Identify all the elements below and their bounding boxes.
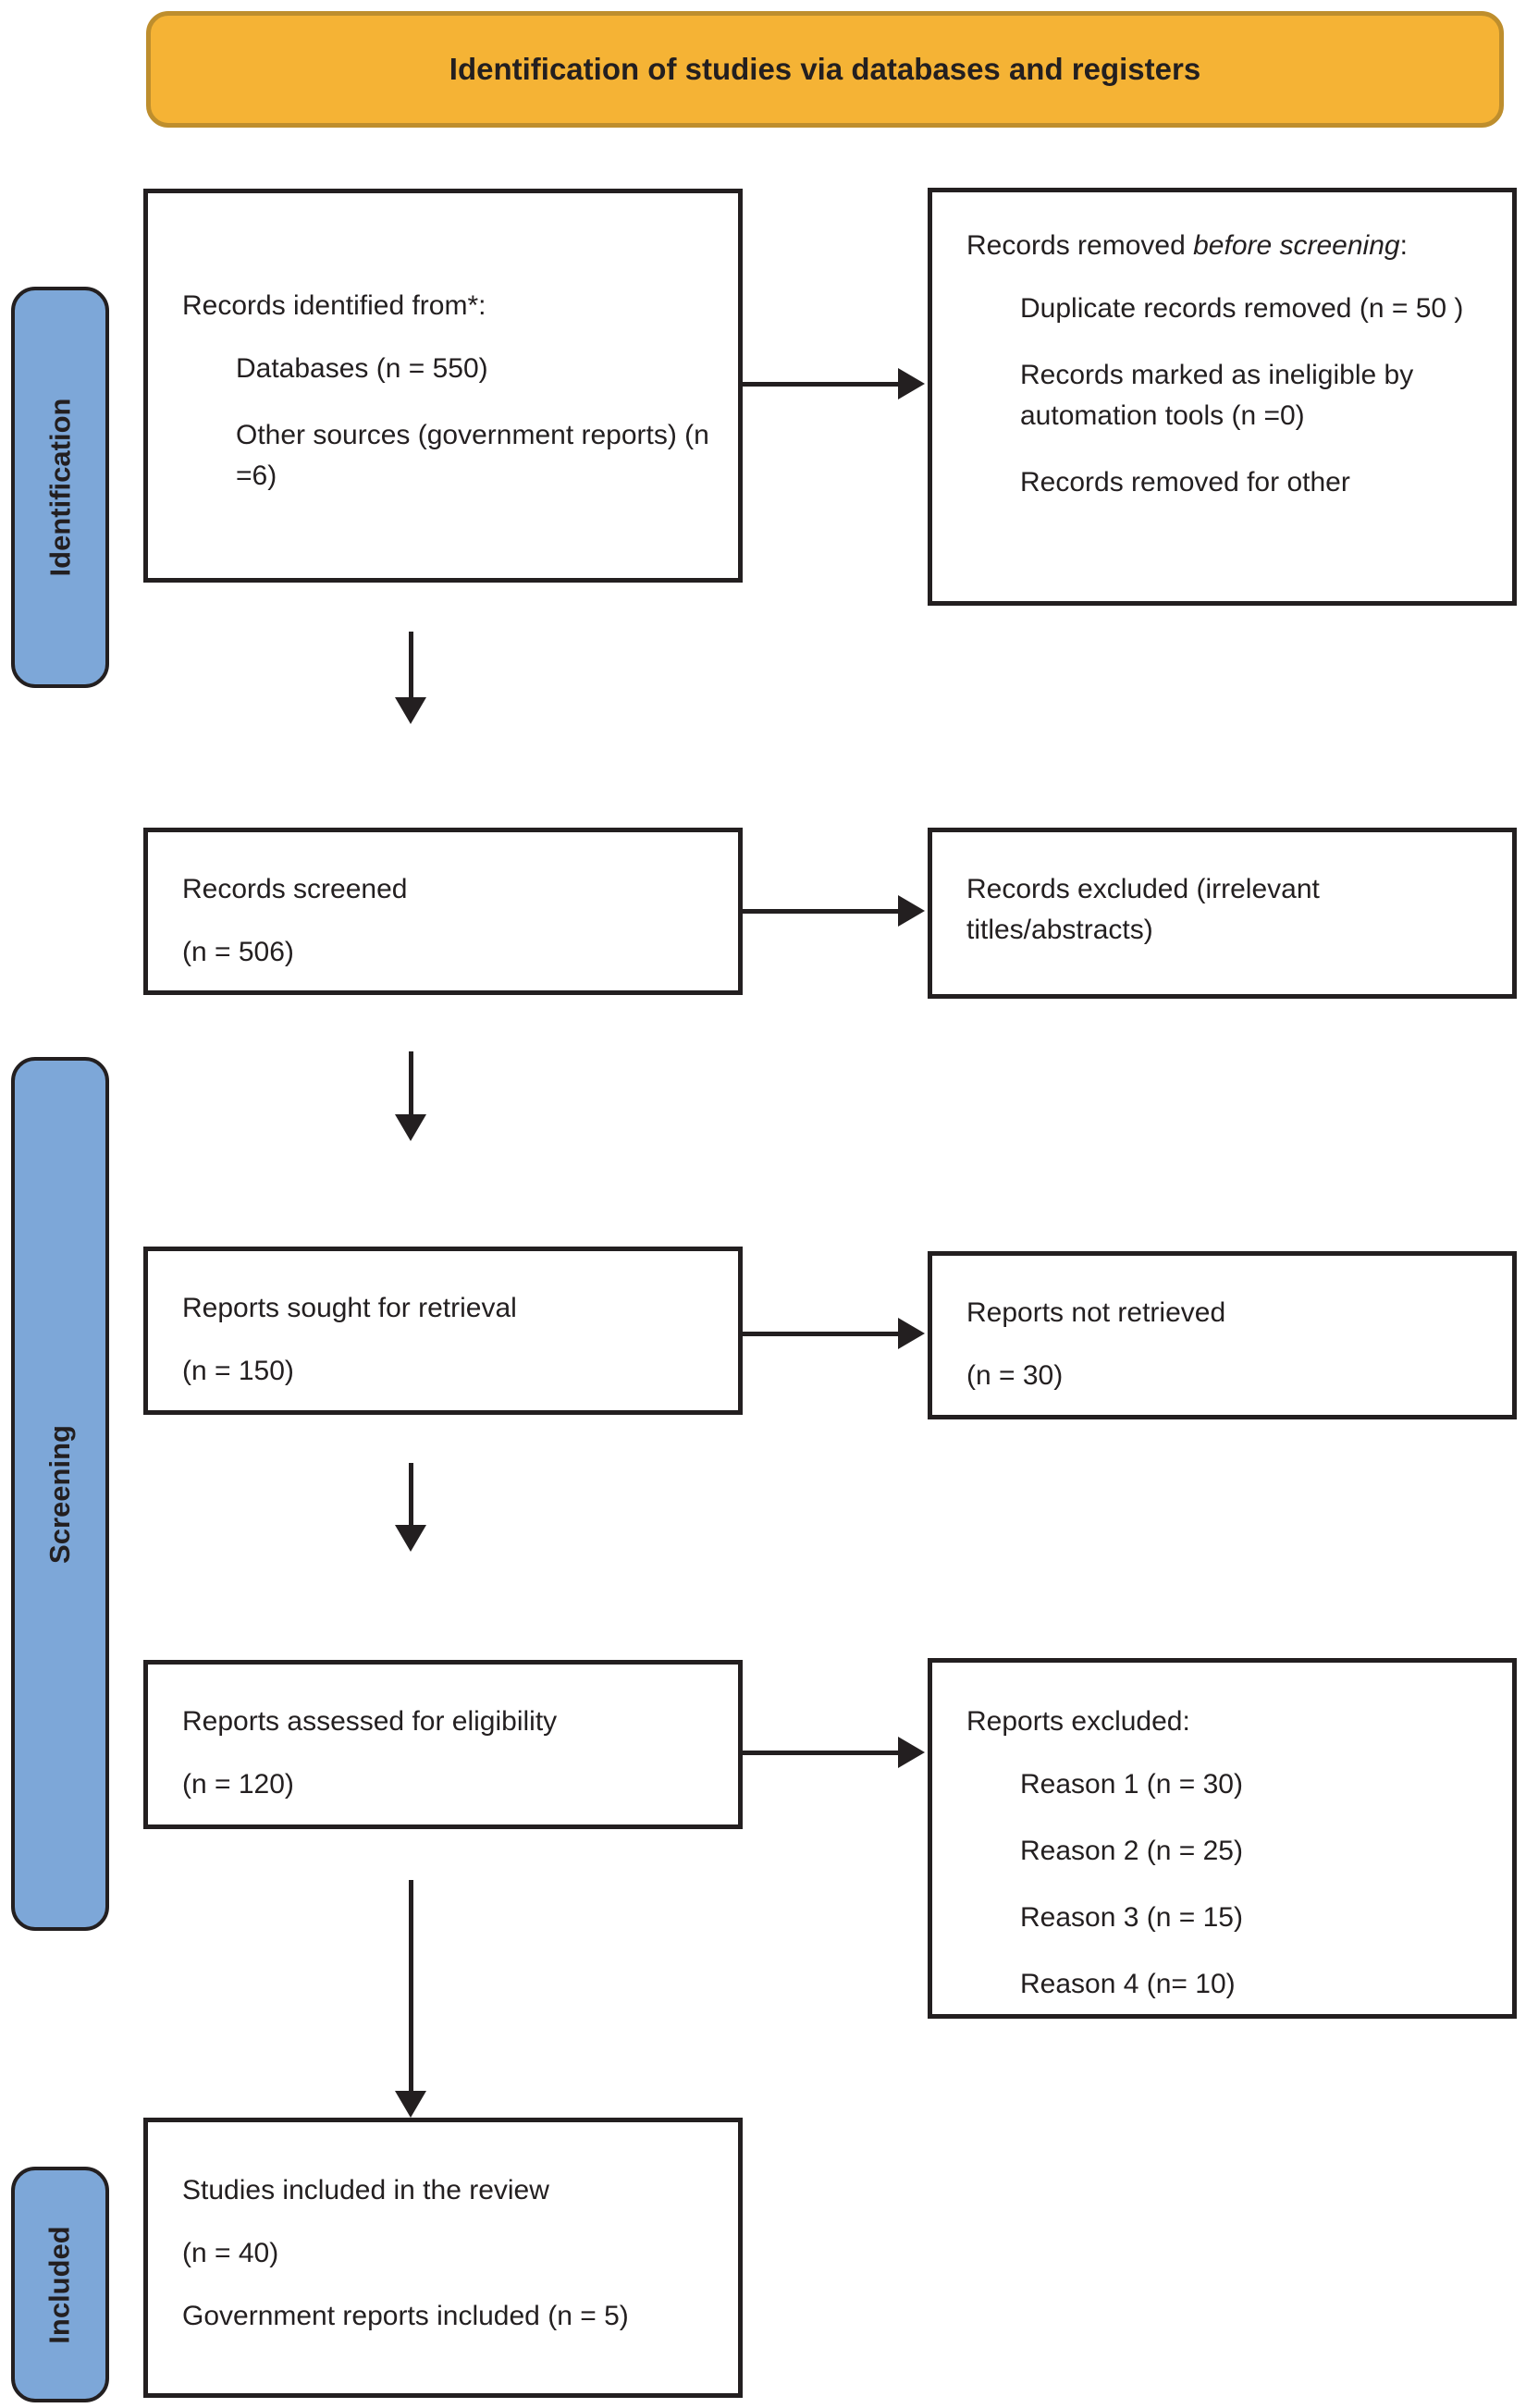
box-reports-assessed-line: (n = 120) bbox=[182, 1769, 294, 1800]
box-records-excluded: Records excluded (irrelevant titles/abst… bbox=[928, 828, 1517, 999]
box-reports-excluded-item: Reason 2 (n = 25) bbox=[1020, 1836, 1243, 1866]
arrow-stem bbox=[741, 908, 898, 914]
arrow-down-icon bbox=[394, 1880, 427, 2118]
box-reports-excluded-item: Reason 4 (n= 10) bbox=[1020, 1969, 1236, 1999]
box-records-removed-item: Duplicate records removed (n = 50 ) bbox=[1020, 293, 1464, 324]
arrow-head bbox=[395, 2091, 426, 2118]
arrow-right-icon bbox=[741, 1317, 925, 1350]
arrow-down-icon bbox=[394, 1051, 427, 1141]
arrow-right-icon bbox=[741, 367, 925, 400]
banner: Identification of studies via databases … bbox=[146, 11, 1504, 128]
arrow-head bbox=[898, 1318, 925, 1349]
box-records-identified-item: Databases (n = 550) bbox=[236, 353, 488, 384]
box-records-removed-item: Records removed for other bbox=[1020, 467, 1350, 498]
banner-title: Identification of studies via databases … bbox=[449, 52, 1201, 86]
box-records-screened-line: Records screened bbox=[182, 874, 408, 904]
box-studies-included: Studies included in the review (n = 40) … bbox=[143, 2118, 743, 2398]
box-records-screened: Records screened (n = 506) bbox=[143, 828, 743, 995]
box-reports-sought-line: Reports sought for retrieval bbox=[182, 1293, 517, 1323]
stage-included: Included bbox=[11, 2167, 109, 2402]
box-records-removed-item: Records marked as ineligible by automati… bbox=[1020, 360, 1414, 431]
box-reports-assessed-line: Reports assessed for eligibility bbox=[182, 1706, 558, 1737]
arrow-right-icon bbox=[741, 894, 925, 928]
arrow-head bbox=[898, 1737, 925, 1768]
arrow-stem bbox=[408, 1463, 413, 1525]
arrow-head bbox=[898, 368, 925, 399]
arrow-head bbox=[395, 1525, 426, 1552]
stage-identification-label: Identification bbox=[43, 398, 77, 577]
box-reports-excluded-item: Reason 1 (n = 30) bbox=[1020, 1769, 1243, 1800]
box-reports-sought-line: (n = 150) bbox=[182, 1356, 294, 1386]
arrow-stem bbox=[741, 1750, 898, 1755]
box-records-identified-title: Records identified from*: bbox=[182, 290, 486, 321]
arrow-stem bbox=[408, 632, 413, 697]
arrow-down-icon bbox=[394, 632, 427, 724]
stage-screening-label: Screening bbox=[43, 1424, 77, 1564]
box-records-identified-item: Other sources (government reports) (n =6… bbox=[236, 420, 709, 491]
box-reports-excluded-title: Reports excluded: bbox=[966, 1706, 1190, 1737]
box-studies-included-line: Studies included in the review bbox=[182, 2175, 549, 2205]
arrow-stem bbox=[741, 1331, 898, 1336]
box-records-removed-title-regular: Records removed bbox=[966, 230, 1194, 261]
arrow-stem bbox=[408, 1880, 413, 2091]
arrow-head bbox=[898, 895, 925, 927]
box-reports-excluded-item: Reason 3 (n = 15) bbox=[1020, 1902, 1243, 1933]
box-reports-sought: Reports sought for retrieval (n = 150) bbox=[143, 1247, 743, 1415]
box-reports-not-retrieved-line: (n = 30) bbox=[966, 1360, 1064, 1391]
box-reports-assessed: Reports assessed for eligibility (n = 12… bbox=[143, 1660, 743, 1829]
box-records-identified: Records identified from*: Databases (n =… bbox=[143, 189, 743, 583]
arrow-head bbox=[395, 1114, 426, 1141]
box-reports-not-retrieved: Reports not retrieved (n = 30) bbox=[928, 1251, 1517, 1419]
box-reports-not-retrieved-line: Reports not retrieved bbox=[966, 1297, 1226, 1328]
stage-included-label: Included bbox=[43, 2225, 77, 2344]
arrow-stem bbox=[741, 381, 898, 387]
box-records-removed-title-italic: before screening bbox=[1193, 230, 1400, 261]
stage-screening: Screening bbox=[11, 1057, 109, 1931]
arrow-down-icon bbox=[394, 1463, 427, 1552]
box-records-removed: Records removed before screening: Duplic… bbox=[928, 188, 1517, 606]
box-studies-included-line: (n = 40) bbox=[182, 2238, 279, 2268]
arrow-stem bbox=[408, 1051, 413, 1114]
arrow-head bbox=[395, 697, 426, 724]
box-records-excluded-line: Records excluded (irrelevant titles/abst… bbox=[966, 874, 1320, 945]
stage-identification: Identification bbox=[11, 287, 109, 688]
box-reports-excluded: Reports excluded: Reason 1 (n = 30) Reas… bbox=[928, 1658, 1517, 2019]
box-records-removed-title-suffix: : bbox=[1399, 230, 1408, 261]
box-records-screened-line: (n = 506) bbox=[182, 937, 294, 967]
box-records-removed-title: Records removed before screening: bbox=[966, 226, 1484, 266]
arrow-right-icon bbox=[741, 1736, 925, 1769]
box-studies-included-line: Government reports included (n = 5) bbox=[182, 2301, 629, 2331]
